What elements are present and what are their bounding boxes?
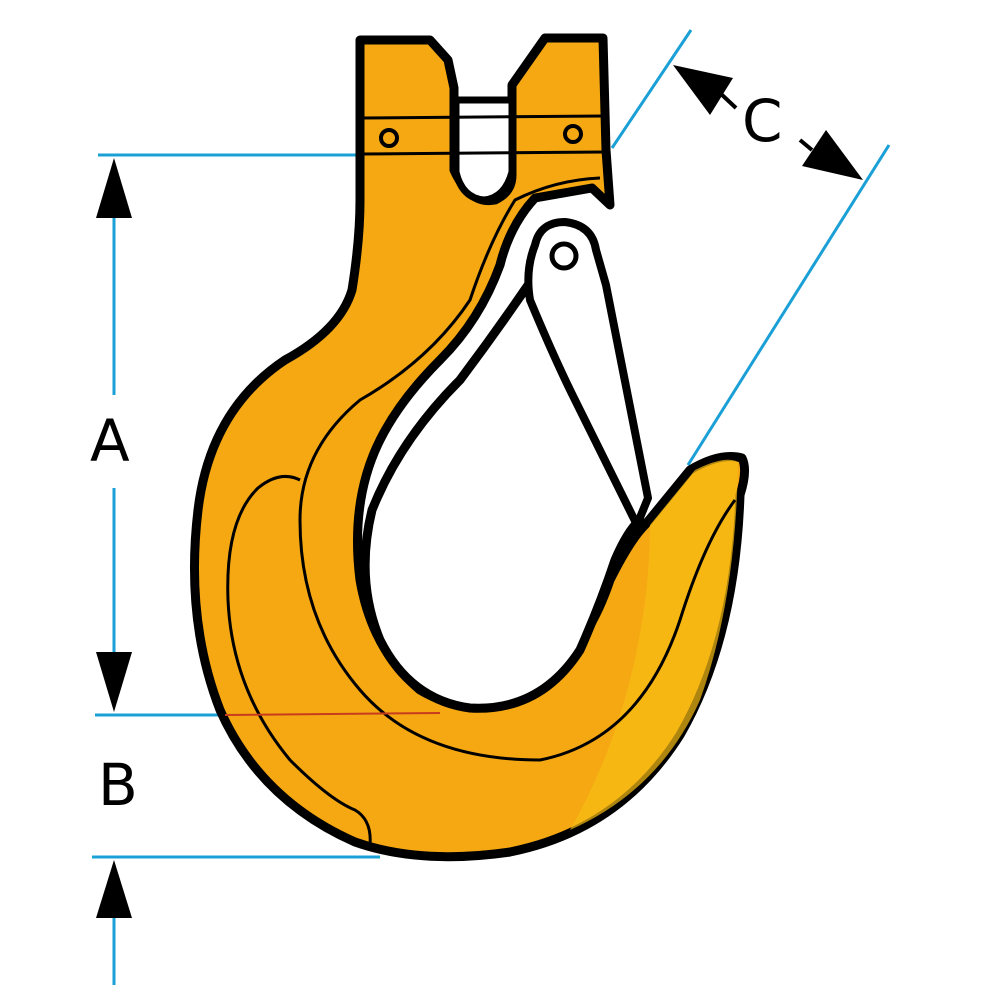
clevis-slot <box>452 96 516 204</box>
dimension-lines <box>92 29 891 985</box>
latch-pivot-icon <box>549 241 579 271</box>
dim-label-a: A <box>90 407 130 475</box>
hook-body <box>189 33 750 862</box>
arrow-a-down-icon <box>96 652 132 712</box>
latch-body <box>524 218 652 529</box>
arrow-b-up-icon <box>96 860 132 918</box>
clevis-band-line-bottom <box>361 150 605 156</box>
safety-latch[interactable] <box>524 218 652 529</box>
dim-label-c: C <box>742 87 783 155</box>
arrow-a-up-icon <box>96 158 132 218</box>
dim-label-b: B <box>98 751 138 819</box>
contour-outer-groove <box>226 474 372 846</box>
contour-inner-spine <box>298 176 737 762</box>
dim-c-extension-right <box>686 144 891 466</box>
dim-c-shaft-lower <box>798 138 814 152</box>
rivet-left-icon <box>379 128 399 148</box>
dim-c-shaft-upper <box>718 91 738 110</box>
hook-nose-highlight <box>570 459 738 830</box>
arrow-c-lower-icon <box>802 130 863 180</box>
arrow-c-upper-icon <box>673 65 733 115</box>
dimension-arrows <box>96 65 863 918</box>
dim-c-extension-left <box>610 29 693 149</box>
dim-a-bottom-through-body <box>224 712 441 716</box>
clevis-band-line-top <box>361 114 605 120</box>
rivet-right-icon <box>563 124 583 144</box>
